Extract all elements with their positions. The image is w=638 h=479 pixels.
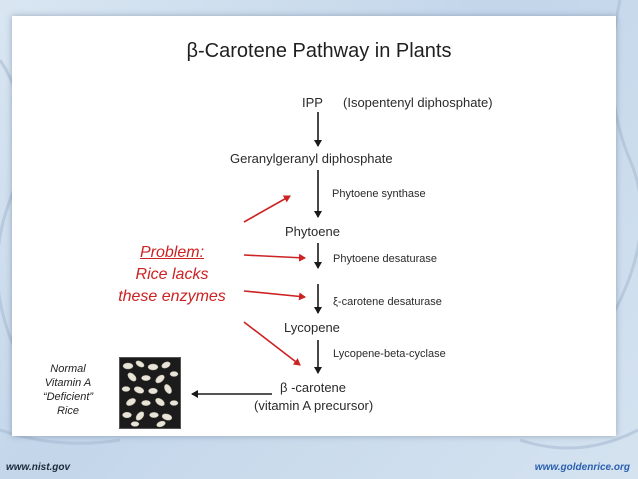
normal-rice-line-1: Normal xyxy=(50,363,86,375)
enzyme-xi-carotene-desaturase: ξ-carotene desaturase xyxy=(333,296,442,308)
problem-callout: Problem: Rice lacks these enzymes xyxy=(104,242,240,308)
enzyme-phytoene-synthase: Phytoene synthase xyxy=(332,188,426,200)
node-lycopene: Lycopene xyxy=(284,320,340,335)
red-arrow-4 xyxy=(243,321,301,366)
normal-rice-line-2: Vitamin A xyxy=(44,377,92,389)
enzyme-phytoene-desaturase: Phytoene desaturase xyxy=(333,253,437,265)
footer-source-right: www.goldenrice.org xyxy=(534,462,630,473)
problem-line-2: these enzymes xyxy=(118,288,226,305)
slide-panel xyxy=(12,16,616,436)
node-ipp-full: (Isopentenyl diphosphate) xyxy=(343,95,493,110)
node-beta-carotene-subtitle: (vitamin A precursor) xyxy=(254,398,374,413)
node-ipp: IPP xyxy=(302,95,323,110)
red-arrow-1 xyxy=(243,195,291,223)
node-phytoene: Phytoene xyxy=(285,224,340,239)
normal-rice-label: Normal Vitamin A “Deficient” Rice xyxy=(26,362,110,418)
slide-title: β-Carotene Pathway in Plants xyxy=(186,40,452,62)
enzyme-lycopene-cyclase: Lycopene-beta-cyclase xyxy=(333,348,446,360)
red-arrow-2 xyxy=(243,253,306,262)
node-ggpp: Geranylgeranyl diphosphate xyxy=(230,151,393,166)
normal-rice-line-4: Rice xyxy=(56,405,79,417)
problem-line-1: Rice lacks xyxy=(135,266,209,283)
node-beta-carotene: β -carotene xyxy=(280,380,347,395)
red-arrow-3 xyxy=(243,290,306,301)
footer-source-left: www.nist.gov xyxy=(6,462,71,473)
problem-heading: Problem: xyxy=(139,244,205,261)
white-rice-image xyxy=(119,357,181,429)
normal-rice-line-3: “Deficient” xyxy=(42,391,94,403)
